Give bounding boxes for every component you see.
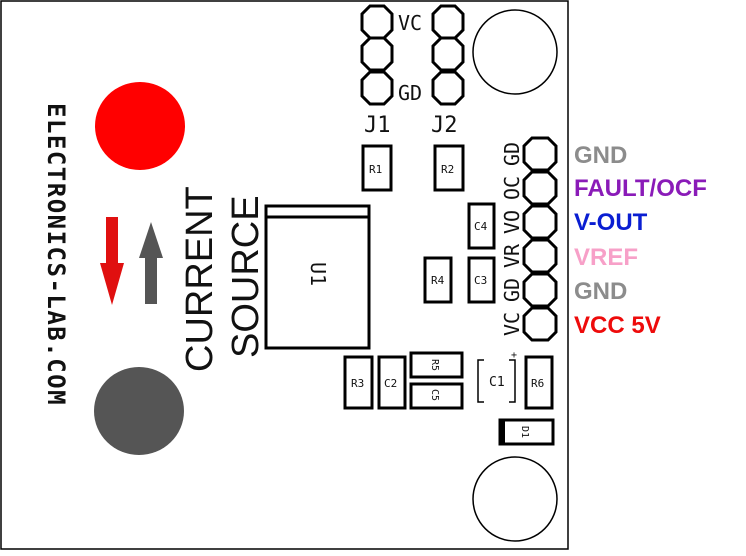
board-outline [0,0,569,550]
j1-header [360,4,394,106]
d1-diode: D1 [498,418,555,446]
r5-resistor: R5 [409,351,464,379]
website-text: ELECTRONICS-LAB.COM [42,103,70,406]
pin-silk-oc: OC [500,176,524,200]
r2-label: R2 [441,163,454,176]
j1-label: J1 [364,113,391,138]
j2-label: J2 [431,113,458,138]
u1-ic: U1 [264,204,371,350]
c1-polarity: + [511,350,517,361]
header-vc-silk: VC [398,11,422,35]
mounting-hole-top [472,9,558,95]
r2-resistor: R2 [433,144,465,192]
header-gd-silk: GD [398,81,422,105]
c1-capacitor: + C1 [477,350,517,403]
title-line2: SOURCE [225,195,267,358]
pin-label-vout: V-OUT [574,209,648,236]
red-pad [95,82,185,170]
pin-silk-gd-top: GD [500,142,524,166]
r5-label: R5 [429,359,440,371]
c4-label: C4 [474,220,488,233]
r4-resistor: R4 [423,256,453,304]
red-down-arrow-icon [100,217,124,305]
r4-label: R4 [431,274,445,287]
pin-silk-vr: VR [500,243,524,268]
u1-label: U1 [306,262,330,286]
r1-label: R1 [369,163,382,176]
title-line1: CURRENT [179,186,221,372]
pin-label-gnd-top: GND [574,142,627,169]
c2-label: C2 [384,377,397,390]
r3-resistor: R3 [343,355,374,410]
pin-silk-gd-bottom: GD [500,278,524,302]
d1-label: D1 [519,426,530,438]
c3-label: C3 [474,274,487,287]
pin-label-gnd-bottom: GND [574,278,627,305]
pin-label-vref: VREF [574,244,638,271]
pin-silk-vo: VO [500,210,524,234]
r6-resistor: R6 [524,355,554,410]
mounting-hole-bottom [472,456,558,542]
r1-resistor: R1 [361,144,393,192]
c3-capacitor: C3 [467,256,496,304]
output-pin-header [522,136,558,342]
pin-silk-vc: VC [500,312,524,336]
gray-up-arrow-icon [139,222,163,304]
c4-capacitor: C4 [467,202,496,250]
c5-capacitor: C5 [409,382,464,410]
r3-label: R3 [351,377,364,390]
dark-pad [94,367,184,455]
pin-label-fault: FAULT/OCF [574,175,707,202]
pin-label-vcc: VCC 5V [574,312,661,339]
r6-label: R6 [531,377,544,390]
c2-capacitor: C2 [377,355,407,410]
c5-label: C5 [429,389,440,401]
c1-label: C1 [489,375,505,390]
j2-header [431,4,465,106]
